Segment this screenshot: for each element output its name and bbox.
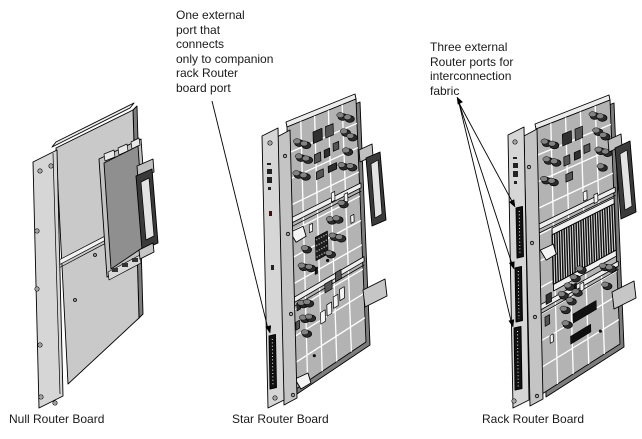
star-router-board-illustration (261, 93, 388, 409)
annotation-star-port: One external port that connects only to … (176, 8, 274, 95)
label-rack-router-board: Rack Router Board (482, 412, 585, 426)
label-null-router-board: Null Router Board (9, 412, 105, 426)
leader-lines (211, 96, 516, 334)
annotation-rack-ports: Three external Router ports for intercon… (430, 40, 514, 98)
rack-router-board-illustration (507, 94, 637, 409)
label-star-router-board: Star Router Board (232, 412, 329, 426)
null-router-board-illustration (32, 102, 159, 409)
